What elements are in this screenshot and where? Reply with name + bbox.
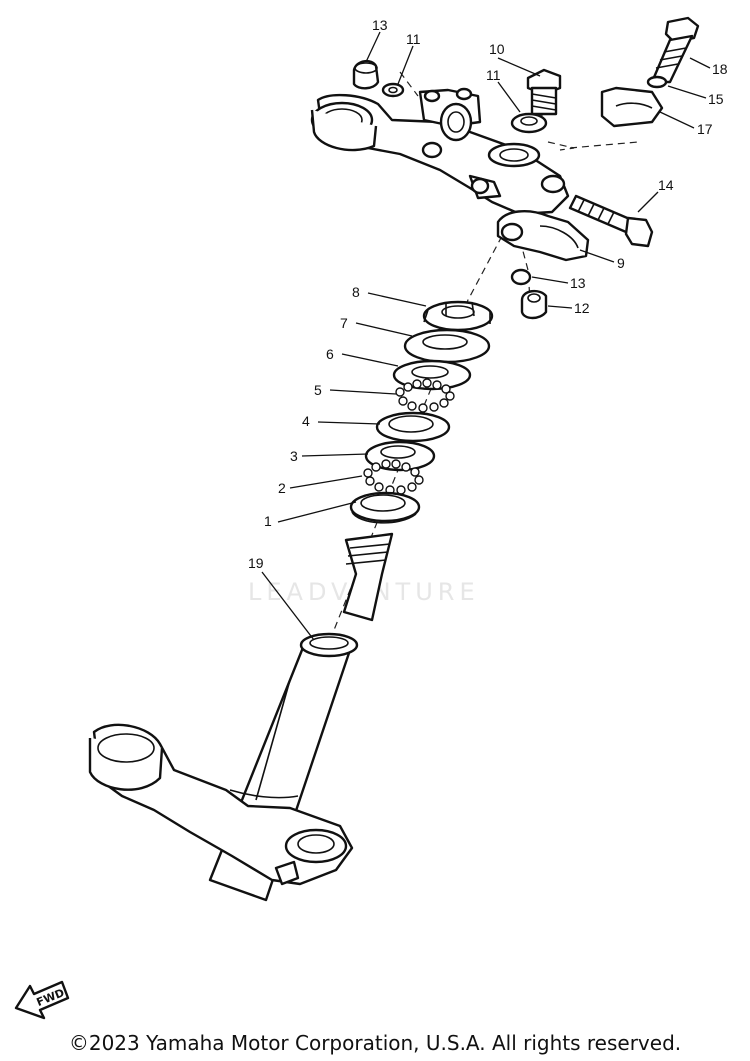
callout-3: 3 xyxy=(290,448,298,464)
callout-10: 10 xyxy=(489,41,505,57)
part-2-lower-balls xyxy=(363,459,424,495)
callout-15-right: 15 xyxy=(708,91,724,107)
part-15-washer-left xyxy=(381,82,405,98)
copyright-notice: ©2023 Yamaha Motor Corporation, U.S.A. A… xyxy=(68,1031,682,1055)
callout-7: 7 xyxy=(340,315,348,331)
part-9-clamp xyxy=(496,210,590,262)
part-5-upper-balls xyxy=(395,378,455,413)
part-16-nut xyxy=(352,59,380,90)
callout-9: 9 xyxy=(617,255,625,271)
callout-5: 5 xyxy=(314,382,322,398)
callout-6: 6 xyxy=(326,346,334,362)
part-8-ring-nut xyxy=(422,300,494,332)
callout-19: 19 xyxy=(248,555,264,571)
fwd-arrow-icon: FWD xyxy=(14,980,70,1020)
callout-16: 13 xyxy=(372,17,388,33)
leader-lines xyxy=(261,31,711,641)
part-1-bearing-race xyxy=(349,491,421,524)
callout-17: 17 xyxy=(697,121,713,137)
callout-15-left: 11 xyxy=(406,31,421,47)
callout-14: 14 xyxy=(658,177,674,193)
callout-12: 12 xyxy=(574,300,590,316)
upper-bracket xyxy=(310,87,570,216)
part-17-clamp-cap xyxy=(600,86,664,128)
part-18-bolt xyxy=(650,16,700,84)
part-10-bolt xyxy=(526,68,562,116)
callout-11: 11 xyxy=(486,67,501,83)
part-4-race xyxy=(375,411,451,443)
callout-8: 8 xyxy=(352,284,360,300)
callout-13: 13 xyxy=(570,275,586,291)
part-19-seal-ring xyxy=(299,632,359,658)
part-12-cap-nut xyxy=(520,289,548,320)
callout-2: 2 xyxy=(278,480,286,496)
callout-18: 18 xyxy=(712,61,728,77)
part-14-bolt xyxy=(568,194,654,248)
callout-4: 4 xyxy=(302,413,310,429)
part-7-cover xyxy=(403,328,491,364)
callout-labels: 13 11 10 11 18 15 17 14 9 13 12 8 7 6 5 … xyxy=(248,17,728,571)
lower-bracket xyxy=(88,723,354,886)
part-15-washer-right xyxy=(646,75,668,89)
part-11-washer xyxy=(510,112,548,134)
callout-1: 1 xyxy=(264,513,272,529)
part-13-washer xyxy=(510,268,532,286)
